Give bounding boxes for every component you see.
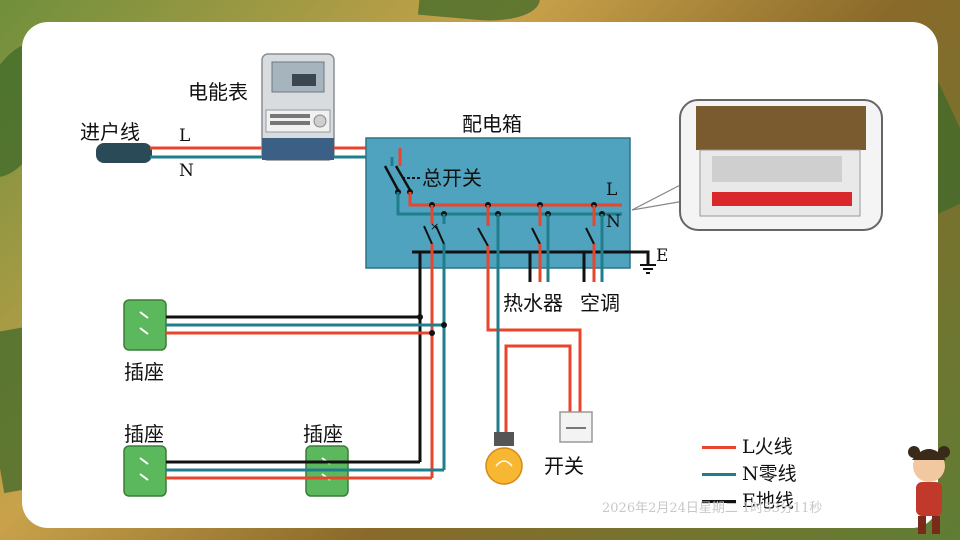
meter-device [261, 53, 335, 161]
socket-1-label: 插座 [124, 360, 164, 384]
bus-earth [412, 250, 650, 265]
breaker-air-conditioner [582, 202, 605, 282]
breaker-light-branch [477, 202, 582, 432]
legend-swatch-neutral [702, 473, 736, 476]
live-box-label: L [606, 180, 618, 200]
light-bulb [485, 432, 523, 485]
legend-item-neutral: N零线 [702, 459, 797, 486]
meter-label: 电能表 [188, 80, 248, 104]
legend-swatch-live [702, 446, 736, 449]
water-heater-label: 热水器 [503, 291, 563, 315]
neutral-in-label: N [179, 161, 194, 181]
legend-item-live: L火线 [702, 432, 793, 459]
socket-1-device [123, 299, 167, 351]
live-in-label: L [179, 126, 191, 146]
wall-switch-device [559, 411, 593, 443]
timestamp-watermark: 2026年2月24日星期二 1时53分11秒 [602, 501, 823, 516]
socket-3-label: 插座 [303, 422, 343, 446]
earth-box-label: E [656, 246, 669, 266]
switch-label: 开关 [544, 454, 584, 478]
breaker-socket-branch: × [418, 202, 447, 478]
neutral-box-label: N [606, 212, 621, 232]
main-switch-blade-n [383, 165, 400, 191]
distribution-board-photo [679, 99, 883, 231]
socket-2-device [123, 445, 167, 497]
incoming-line-label: 进户线 [80, 120, 140, 144]
main-switch-label: 总开关 [422, 166, 482, 190]
mascot-character-icon [908, 446, 950, 534]
legend-item-earth: E地线 [702, 486, 794, 513]
distribution-box-label: 配电箱 [462, 112, 522, 136]
breaker-water-heater [528, 202, 551, 282]
air-conditioner-label: 空调 [580, 291, 620, 315]
legend-swatch-earth [702, 500, 736, 503]
svg-text:×: × [430, 220, 439, 233]
incoming-cable [96, 143, 152, 163]
socket-2-label: 插座 [124, 422, 164, 446]
bus-live [408, 192, 622, 207]
